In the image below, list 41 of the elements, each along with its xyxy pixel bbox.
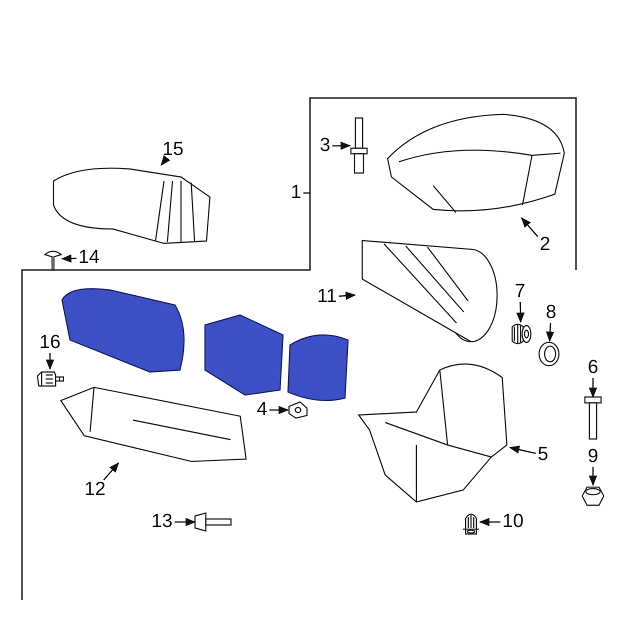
leader-arrow bbox=[332, 142, 352, 150]
callout-number: 5 bbox=[538, 445, 548, 465]
leader-arrow bbox=[160, 155, 170, 166]
leader-arrow bbox=[338, 292, 356, 300]
leader-arrow bbox=[478, 518, 500, 526]
leader-arrow bbox=[546, 322, 554, 342]
leader-arrow bbox=[103, 462, 120, 480]
callout-number: 8 bbox=[546, 303, 556, 323]
callout-number: 15 bbox=[162, 140, 184, 160]
sensor-drawing bbox=[36, 369, 64, 389]
callout-number: 14 bbox=[78, 248, 100, 268]
clip-drawing bbox=[288, 401, 308, 419]
bolt-drawing bbox=[195, 512, 231, 532]
push-pin-drawing bbox=[44, 248, 62, 270]
leader-arrow bbox=[516, 302, 525, 324]
callout-number: 9 bbox=[588, 447, 598, 467]
callout-number: 3 bbox=[320, 136, 330, 156]
callout-number: 16 bbox=[39, 333, 61, 353]
callout-number: 11 bbox=[317, 287, 337, 307]
leader-line bbox=[303, 192, 310, 194]
leader-arrow bbox=[588, 467, 598, 486]
callout-number: 1 bbox=[290, 183, 302, 203]
nut-drawing bbox=[581, 485, 605, 507]
sensor-drawing bbox=[350, 118, 368, 173]
leader-arrow bbox=[520, 217, 538, 237]
leader-arrow bbox=[588, 378, 598, 398]
leader-arrow bbox=[508, 446, 536, 454]
callout-number: 12 bbox=[84, 480, 106, 500]
callout-number: 13 bbox=[151, 512, 173, 532]
leader-arrow bbox=[269, 406, 290, 414]
callout-number: 7 bbox=[514, 282, 526, 302]
callout-number: 4 bbox=[256, 400, 268, 420]
bolt-drawing bbox=[584, 397, 602, 439]
grommet-drawing bbox=[510, 322, 532, 346]
seal-ring-drawing bbox=[538, 341, 560, 367]
leader-arrow bbox=[60, 254, 76, 263]
leader-arrow bbox=[174, 518, 196, 526]
leader-arrow bbox=[46, 353, 54, 370]
callout-number: 2 bbox=[540, 235, 550, 255]
callout-number: 10 bbox=[502, 512, 524, 532]
callout-number: 6 bbox=[588, 358, 598, 378]
